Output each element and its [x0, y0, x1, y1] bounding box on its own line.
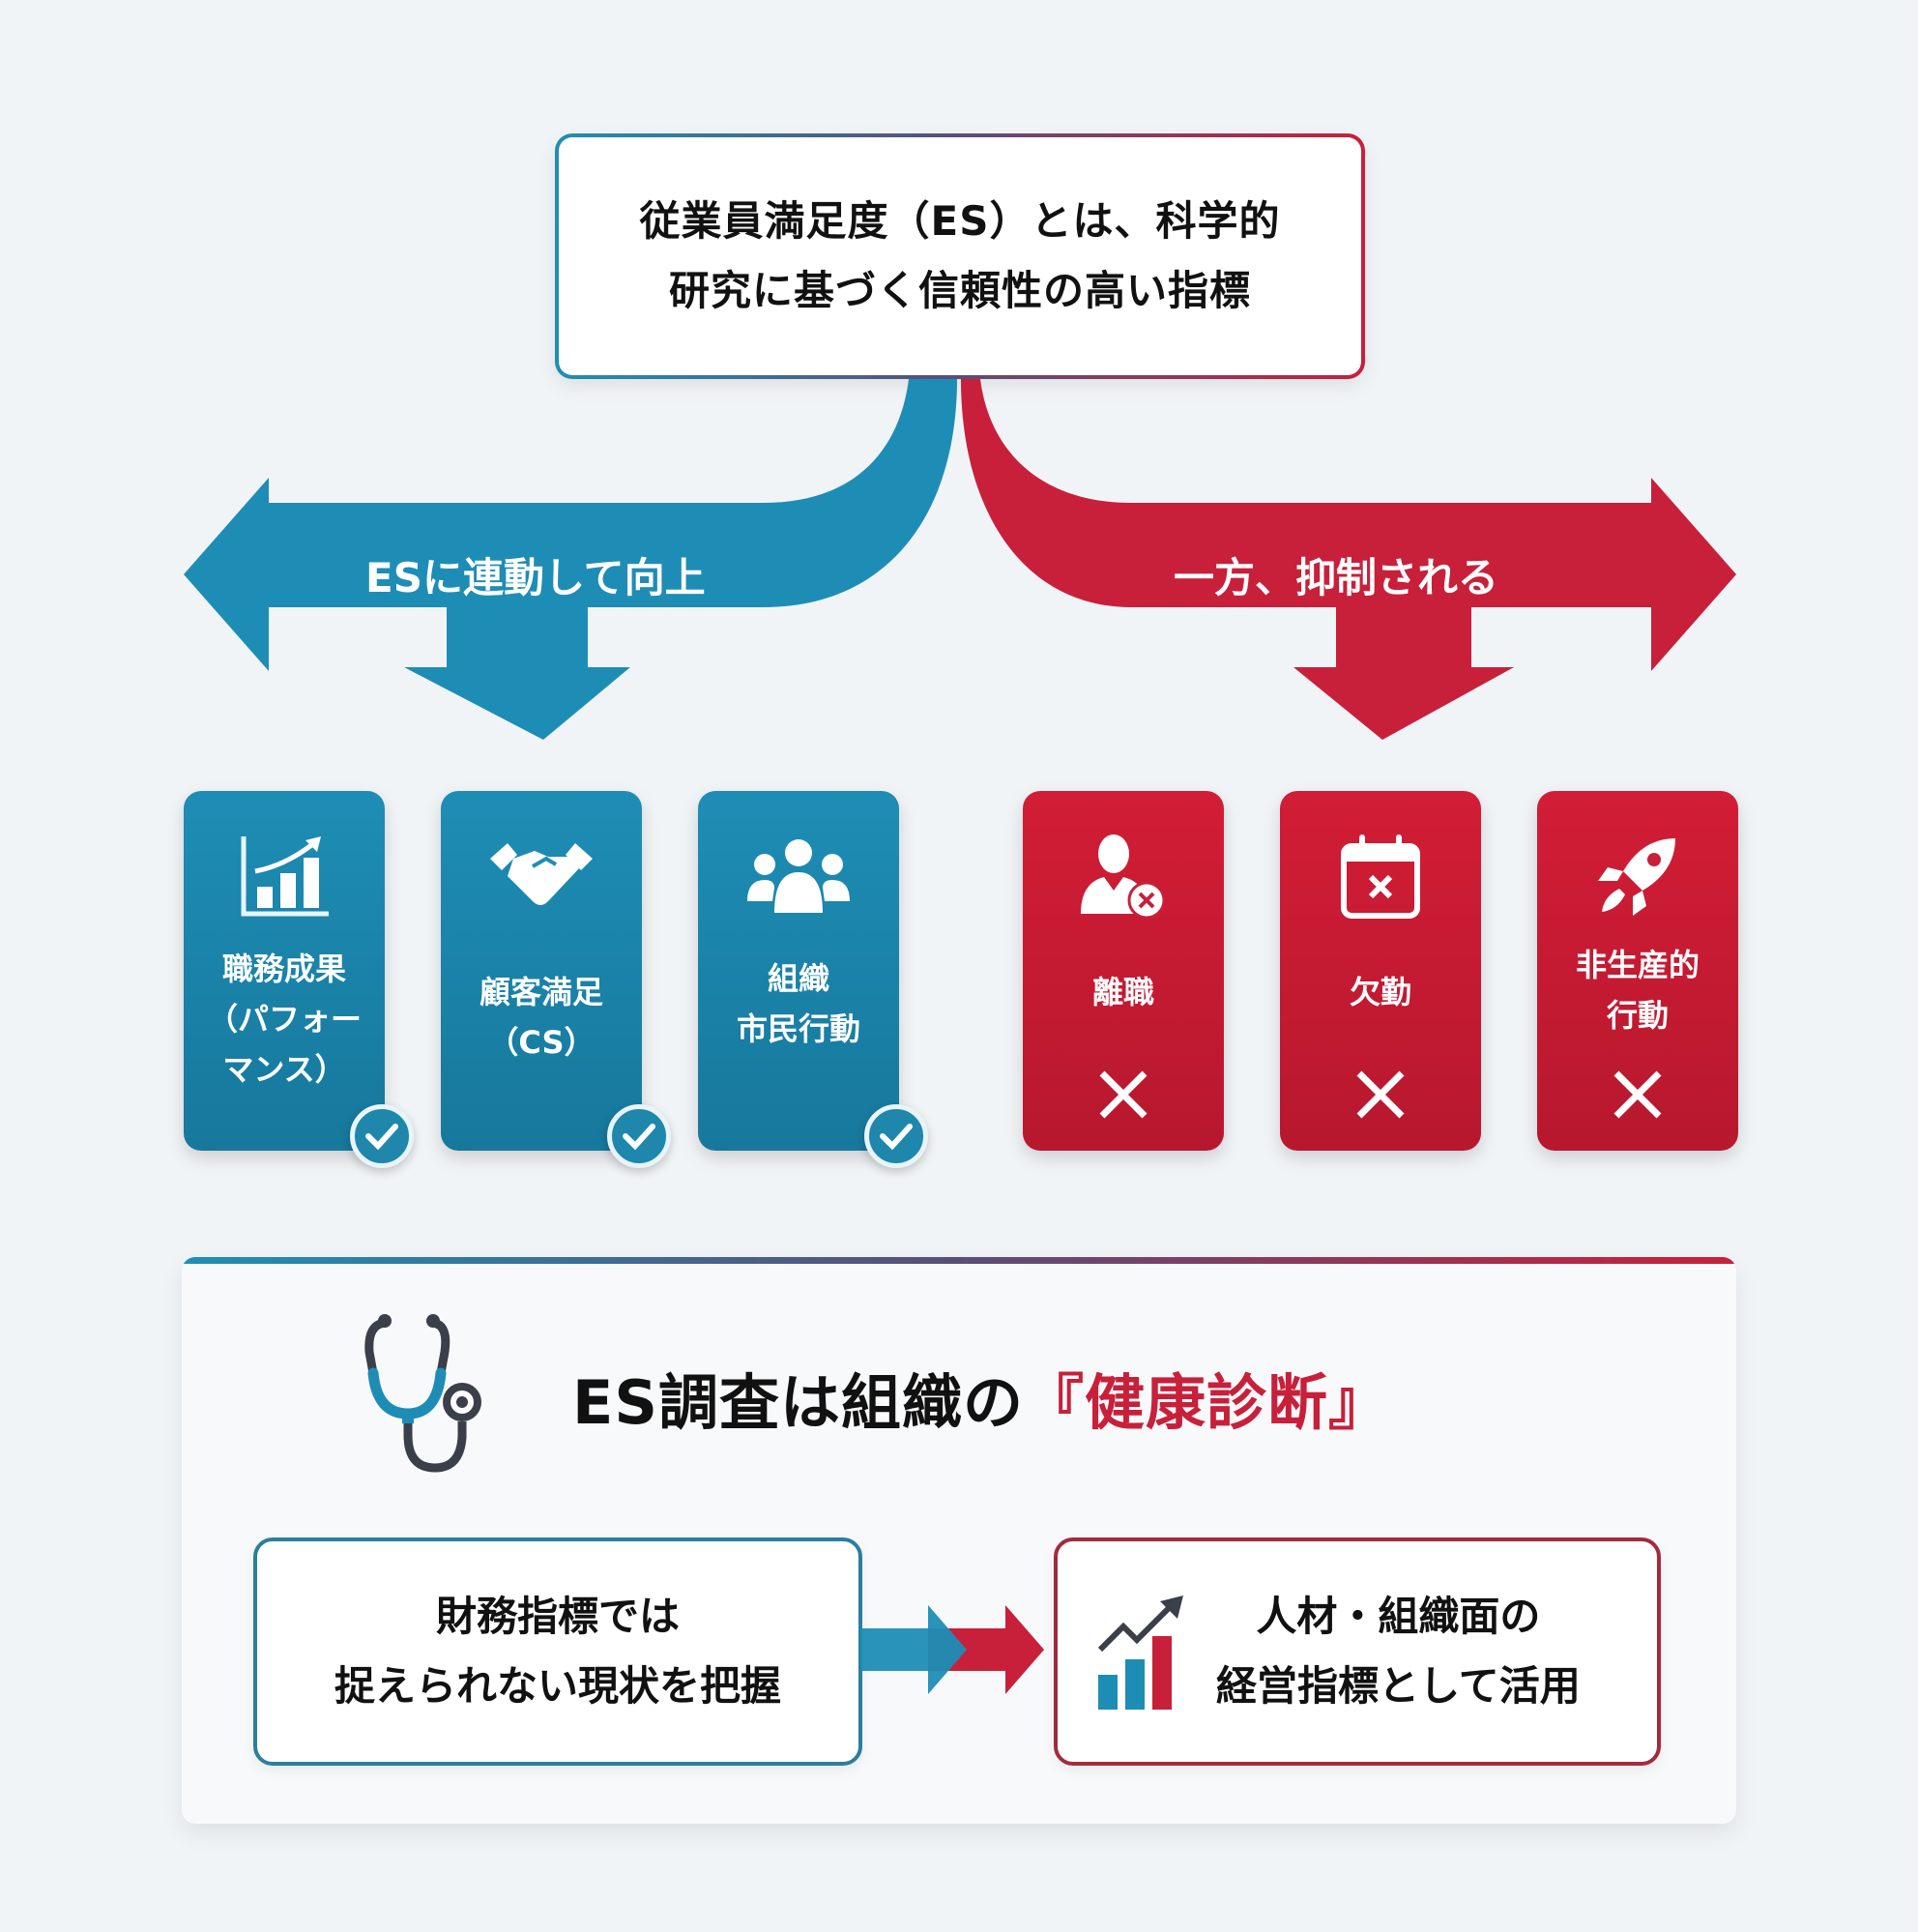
summary-headline: ES調査は組織の『健康診断』 [572, 1354, 1389, 1441]
x-icon [1613, 1070, 1662, 1119]
card-label-line: 欠勤 [1349, 974, 1411, 1010]
group-people-icon [745, 828, 852, 924]
card-label-line: マンス） [222, 1051, 346, 1088]
calendar-x-icon [1327, 828, 1434, 924]
left-box-line-1: 財務指標では [435, 1593, 680, 1640]
check-icon [864, 1104, 928, 1168]
x-icon [1356, 1070, 1405, 1119]
rocket-icon [1584, 828, 1691, 924]
definition-box: 従業員満足度（ES）とは、科学的 研究に基づく信頼性の高い指標 [555, 133, 1365, 379]
right-box-line-1: 人材・組織面の [1256, 1593, 1541, 1640]
positive-arrow [184, 379, 957, 740]
x-icon [1099, 1070, 1148, 1119]
card-label-line: 顧客満足 [479, 974, 603, 1010]
headline-accent: 『健康診断』 [1024, 1367, 1390, 1438]
user-remove-icon [1070, 828, 1177, 924]
card-counterproductive-behavior: 非生産的 行動 [1537, 791, 1738, 1151]
gradient-divider [182, 1257, 1736, 1264]
card-label-line: 市民行動 [736, 1010, 860, 1047]
card-label-line: 非生産的 [1575, 947, 1700, 983]
branch-arrows [184, 379, 1736, 740]
negative-arrow [961, 379, 1736, 740]
card-job-performance: 職務成果 （パフォー マンス） [184, 791, 385, 1151]
card-label-line: 離職 [1091, 974, 1154, 1010]
card-label-line: 行動 [1606, 997, 1669, 1034]
card-label-line: 職務成果 [221, 951, 346, 987]
positive-arrow-label: ESに連動して向上 [365, 554, 706, 601]
definition-text: 従業員満足度（ES）とは、科学的 研究に基づく信頼性の高い指標 [640, 187, 1281, 326]
growth-chart-icon [1097, 1595, 1183, 1710]
card-label-line: （CS） [487, 1024, 596, 1061]
card-label-line: （パフォー [206, 1001, 362, 1038]
card-label-line: 組織 [767, 960, 829, 997]
bar-chart-growth-icon [231, 828, 337, 924]
headline-main: ES調査は組織の [572, 1367, 1025, 1438]
negative-arrow-label: 一方、抑制される [1174, 554, 1499, 601]
card-absenteeism: 欠勤 [1280, 791, 1481, 1151]
definition-line-2: 研究に基づく信頼性の高い指標 [668, 267, 1251, 314]
management-indicator-box: 人材・組織面の 経営指標として活用 [1054, 1537, 1661, 1766]
stethoscope-icon [364, 1314, 481, 1473]
card-turnover: 離職 [1023, 791, 1224, 1151]
right-box-line-2: 経営指標として活用 [1216, 1662, 1581, 1710]
handshake-icon [488, 828, 595, 924]
left-box-line-2: 捉えられない現状を把握 [334, 1662, 781, 1710]
check-icon [607, 1104, 671, 1168]
definition-line-1: 従業員満足度（ES）とは、科学的 [639, 197, 1281, 245]
card-organizational-citizenship: 組織 市民行動 [698, 791, 899, 1151]
flow-arrow-icon [860, 1605, 1044, 1694]
check-icon [350, 1104, 414, 1168]
card-customer-satisfaction: 顧客満足 （CS） [441, 791, 642, 1151]
financial-limit-box: 財務指標では 捉えられない現状を把握 [253, 1537, 862, 1766]
